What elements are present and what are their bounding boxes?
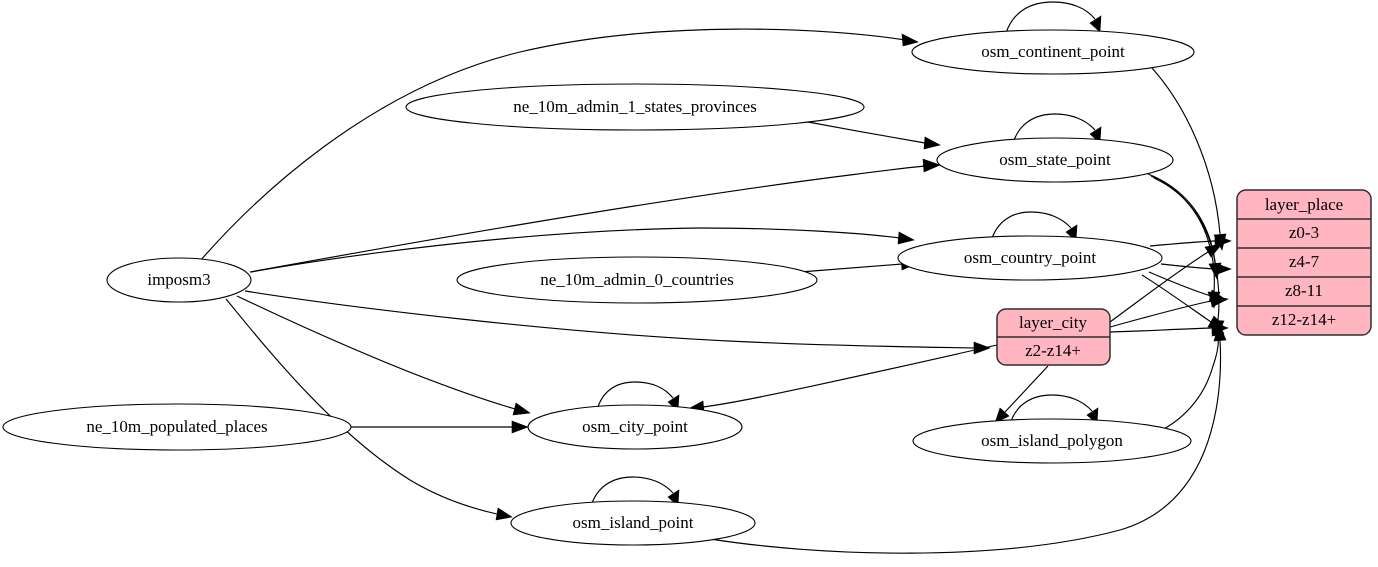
- node-ne-populated-label: ne_10m_populated_places: [86, 417, 267, 436]
- node-osm-state-point[interactable]: osm_state_point: [936, 137, 1174, 183]
- node-osm-country-point[interactable]: osm_country_point: [897, 235, 1163, 281]
- node-ne-10m-admin-0-countries[interactable]: ne_10m_admin_0_countries: [456, 256, 818, 304]
- edge-imposm3-to-osm-island-point: [225, 298, 513, 521]
- node-osm-city-point-label: osm_city_point: [582, 417, 688, 436]
- edge-imposm3-to-osm-country-point: [250, 227, 915, 273]
- record-layer-city-title: layer_city: [1019, 313, 1087, 332]
- edge-osm-country-point-to-layer-place-z0-3: [1149, 234, 1232, 248]
- record-layer-city-row-z2-z14[interactable]: z2-z14+: [1025, 341, 1081, 360]
- node-osm-island-polygon-label: osm_island_polygon: [981, 431, 1123, 450]
- record-layer-place-row-z4-7[interactable]: z4-7: [1289, 252, 1320, 271]
- record-layer-place-body: [1236, 189, 1372, 336]
- edge-ne-populated-to-osm-city-point: [351, 420, 529, 434]
- node-osm-island-point[interactable]: osm_island_point: [510, 500, 756, 546]
- node-osm-island-polygon[interactable]: osm_island_polygon: [912, 418, 1192, 464]
- edge-layer-city-to-layer-place-z0-3: [1109, 243, 1223, 323]
- record-layer-place[interactable]: layer_place z0-3 z4-7 z8-11 z12-z14+: [1236, 189, 1372, 336]
- edge-imposm3-to-osm-city-point: [236, 295, 531, 416]
- record-layer: layer_place z0-3 z4-7 z8-11 z12-z14+ lay…: [996, 189, 1372, 366]
- edge-ne-states-to-osm-state-point: [807, 121, 941, 150]
- edge-osm-island-polygon-to-layer-place-z12-z14: [1161, 318, 1225, 431]
- record-layer-place-row-z12-z14[interactable]: z12-z14+: [1272, 310, 1336, 329]
- edge-layer-city-to-layer-place-z8-11: [1109, 294, 1229, 328]
- edge-layer-city-to-osm-city-point: [687, 344, 998, 414]
- node-ne-10m-admin-1-states-provinces[interactable]: ne_10m_admin_1_states_provinces: [405, 83, 865, 131]
- edge-osm-country-point-to-layer-place-z4-7: [1160, 262, 1232, 276]
- record-layer-city[interactable]: layer_city z2-z14+: [996, 308, 1111, 366]
- node-osm-island-point-label: osm_island_point: [573, 513, 694, 532]
- node-osm-country-point-label: osm_country_point: [964, 248, 1096, 267]
- edge-osm-continent-point-self-loop: [1005, 1, 1102, 34]
- node-imposm3[interactable]: imposm3: [106, 257, 252, 303]
- node-layer: imposm3 ne_10m_admin_1_states_provinces …: [2, 29, 1195, 546]
- edge-layer-city-to-osm-island-polygon: [994, 365, 1049, 424]
- node-osm-state-point-label: osm_state_point: [999, 150, 1111, 169]
- record-layer-place-title: layer_place: [1265, 195, 1343, 214]
- record-layer-place-row-z8-11[interactable]: z8-11: [1285, 281, 1323, 300]
- edge-imposm3-to-osm-continent-point: [199, 28, 919, 262]
- record-layer-place-row-z0-3[interactable]: z0-3: [1289, 223, 1319, 242]
- node-osm-continent-point[interactable]: osm_continent_point: [911, 29, 1195, 75]
- edge-osm-island-point-to-layer-place-z12-z14: [703, 323, 1227, 554]
- node-ne-countries-label: ne_10m_admin_0_countries: [540, 270, 734, 289]
- node-osm-continent-point-label: osm_continent_point: [981, 42, 1125, 61]
- node-osm-city-point[interactable]: osm_city_point: [527, 404, 743, 450]
- edge-imposm3-to-osm-state-point: [249, 158, 941, 273]
- node-ne-10m-populated-places[interactable]: ne_10m_populated_places: [2, 403, 352, 451]
- node-imposm3-label: imposm3: [147, 270, 210, 289]
- node-ne-states-label: ne_10m_admin_1_states_provinces: [513, 97, 757, 116]
